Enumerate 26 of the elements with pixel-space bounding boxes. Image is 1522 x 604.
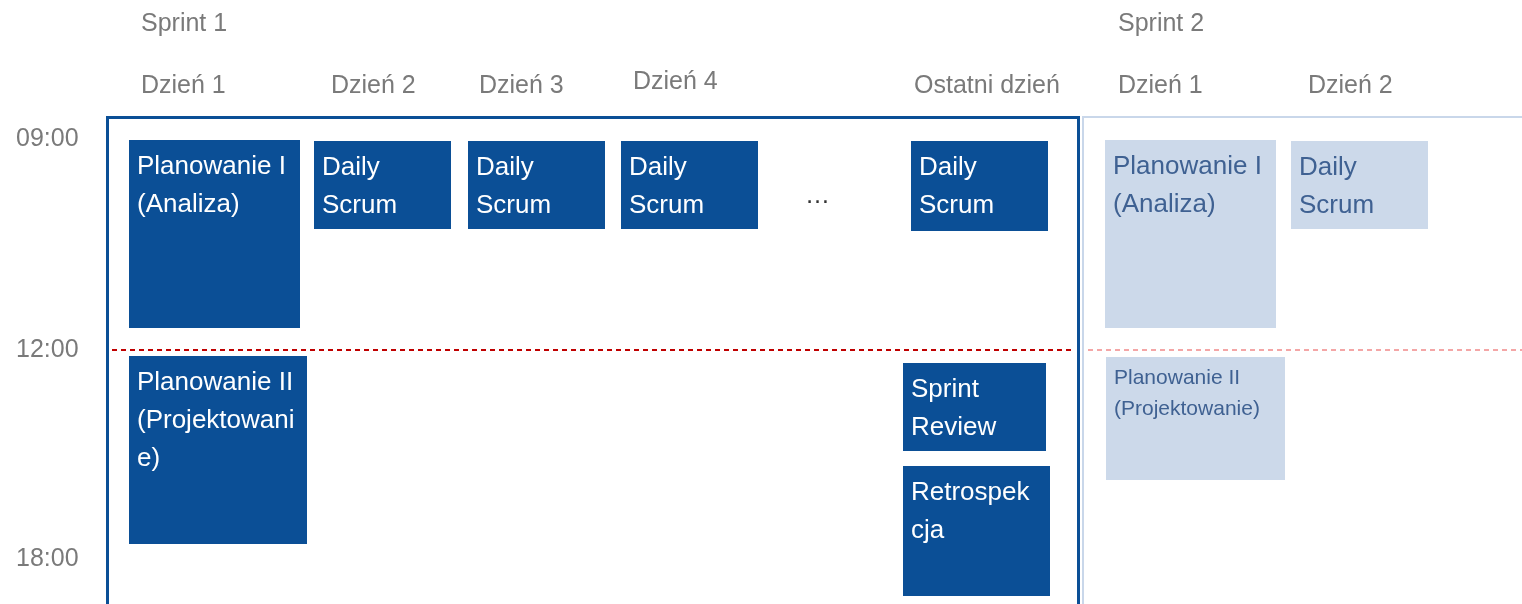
ellipsis: … — [805, 180, 830, 209]
meeting-block: Daily Scrum — [911, 141, 1048, 231]
day-heading: Dzień 1 — [1118, 70, 1203, 99]
day-heading: Ostatni dzień — [914, 70, 1060, 99]
time-label: 18:00 — [16, 543, 79, 572]
meeting-block: Daily Scrum — [621, 141, 758, 229]
sprint-heading: Sprint 1 — [141, 8, 228, 37]
meeting-block: Daily Scrum — [468, 141, 605, 229]
day-heading: Dzień 3 — [479, 70, 564, 99]
day-heading: Dzień 4 — [633, 66, 718, 95]
meeting-block: Daily Scrum — [314, 141, 451, 229]
day-heading: Dzień 1 — [141, 70, 226, 99]
meeting-block: Sprint Review — [903, 363, 1046, 451]
sprint-frame — [106, 116, 1080, 604]
time-label: 12:00 — [16, 334, 79, 363]
meeting-block: Retrospekcja — [903, 466, 1050, 596]
meeting-block: Planowanie I (Analiza) — [1105, 140, 1276, 328]
meeting-block: Daily Scrum — [1291, 141, 1428, 229]
sprint-frame — [1082, 116, 1522, 604]
meeting-block: Planowanie I (Analiza) — [129, 140, 300, 328]
day-heading: Dzień 2 — [1308, 70, 1393, 99]
meeting-block: Planowanie II (Projektowanie) — [129, 356, 307, 544]
sprint-heading: Sprint 2 — [1118, 8, 1205, 37]
day-heading: Dzień 2 — [331, 70, 416, 99]
meeting-block: Planowanie II (Projektowanie) — [1106, 357, 1285, 480]
time-label: 09:00 — [16, 123, 79, 152]
